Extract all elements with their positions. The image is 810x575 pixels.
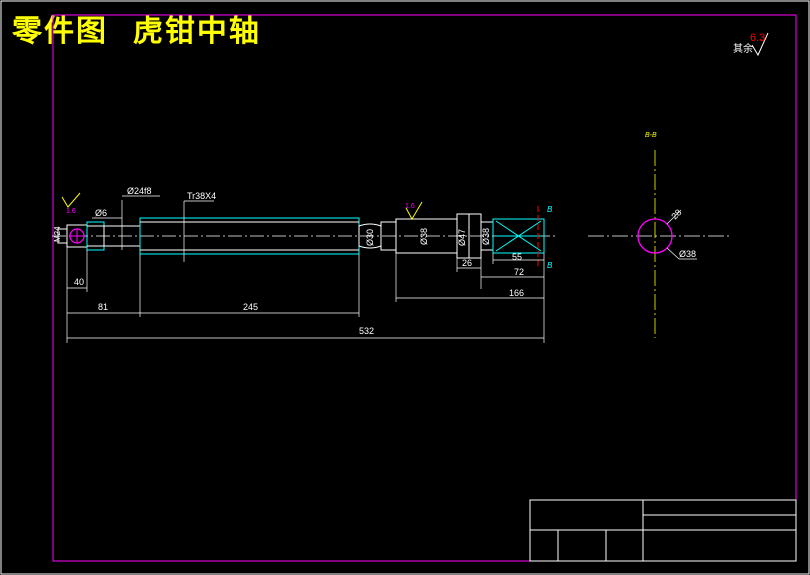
drawing-title: 零件图 虎钳中轴 [12,14,261,49]
dim-d38-b: Ø38 [481,228,491,245]
roughness-right-value: 1.6 [405,203,415,210]
dim-l166: 166 [509,288,524,298]
roughness-symbol-general: 其余 6.3 [733,32,769,57]
dim-l55: 55 [512,252,522,262]
roughness-symbol-left: 1.6 [61,192,81,215]
section-view-bb: B-B 28 Ø38 [588,132,732,338]
shaft-main-view: M24 B B [52,200,558,270]
section-mark-bottom: B [547,261,553,270]
dim-l81: 81 [98,302,108,312]
shaft-left-tip [57,228,68,244]
section-mark-top: B [547,205,553,214]
thread-label: Tr38X4 [187,191,216,201]
dim-d30: Ø30 [365,229,375,246]
end-thread-label: M24 [53,226,62,242]
dim-l532: 532 [359,326,374,336]
dim-d24f8: Ø24f8 [127,186,152,196]
section-circle [637,218,673,254]
title-block [529,499,797,562]
dim-d38-a: Ø38 [419,228,429,245]
dim-l40: 40 [74,277,84,287]
dim-l245: 245 [243,302,258,312]
drawing-border [52,14,797,562]
dim-section-d38: Ø38 [679,249,696,259]
dim-l26: 26 [462,258,472,268]
roughness-symbol-right: 1.6 [405,201,423,221]
roughness-value: 6.3 [750,32,765,44]
dim-l72: 72 [514,267,524,277]
roughness-left-value: 1.6 [66,208,76,215]
dim-d6: Ø6 [95,208,107,218]
section-view-label: B-B [645,132,657,139]
shaft-square-end [492,218,545,254]
roughness-note: 其余 [733,42,753,55]
length-dimension-lines [66,247,545,343]
dim-d47: Ø47 [457,229,467,246]
flats-cross [495,220,542,252]
